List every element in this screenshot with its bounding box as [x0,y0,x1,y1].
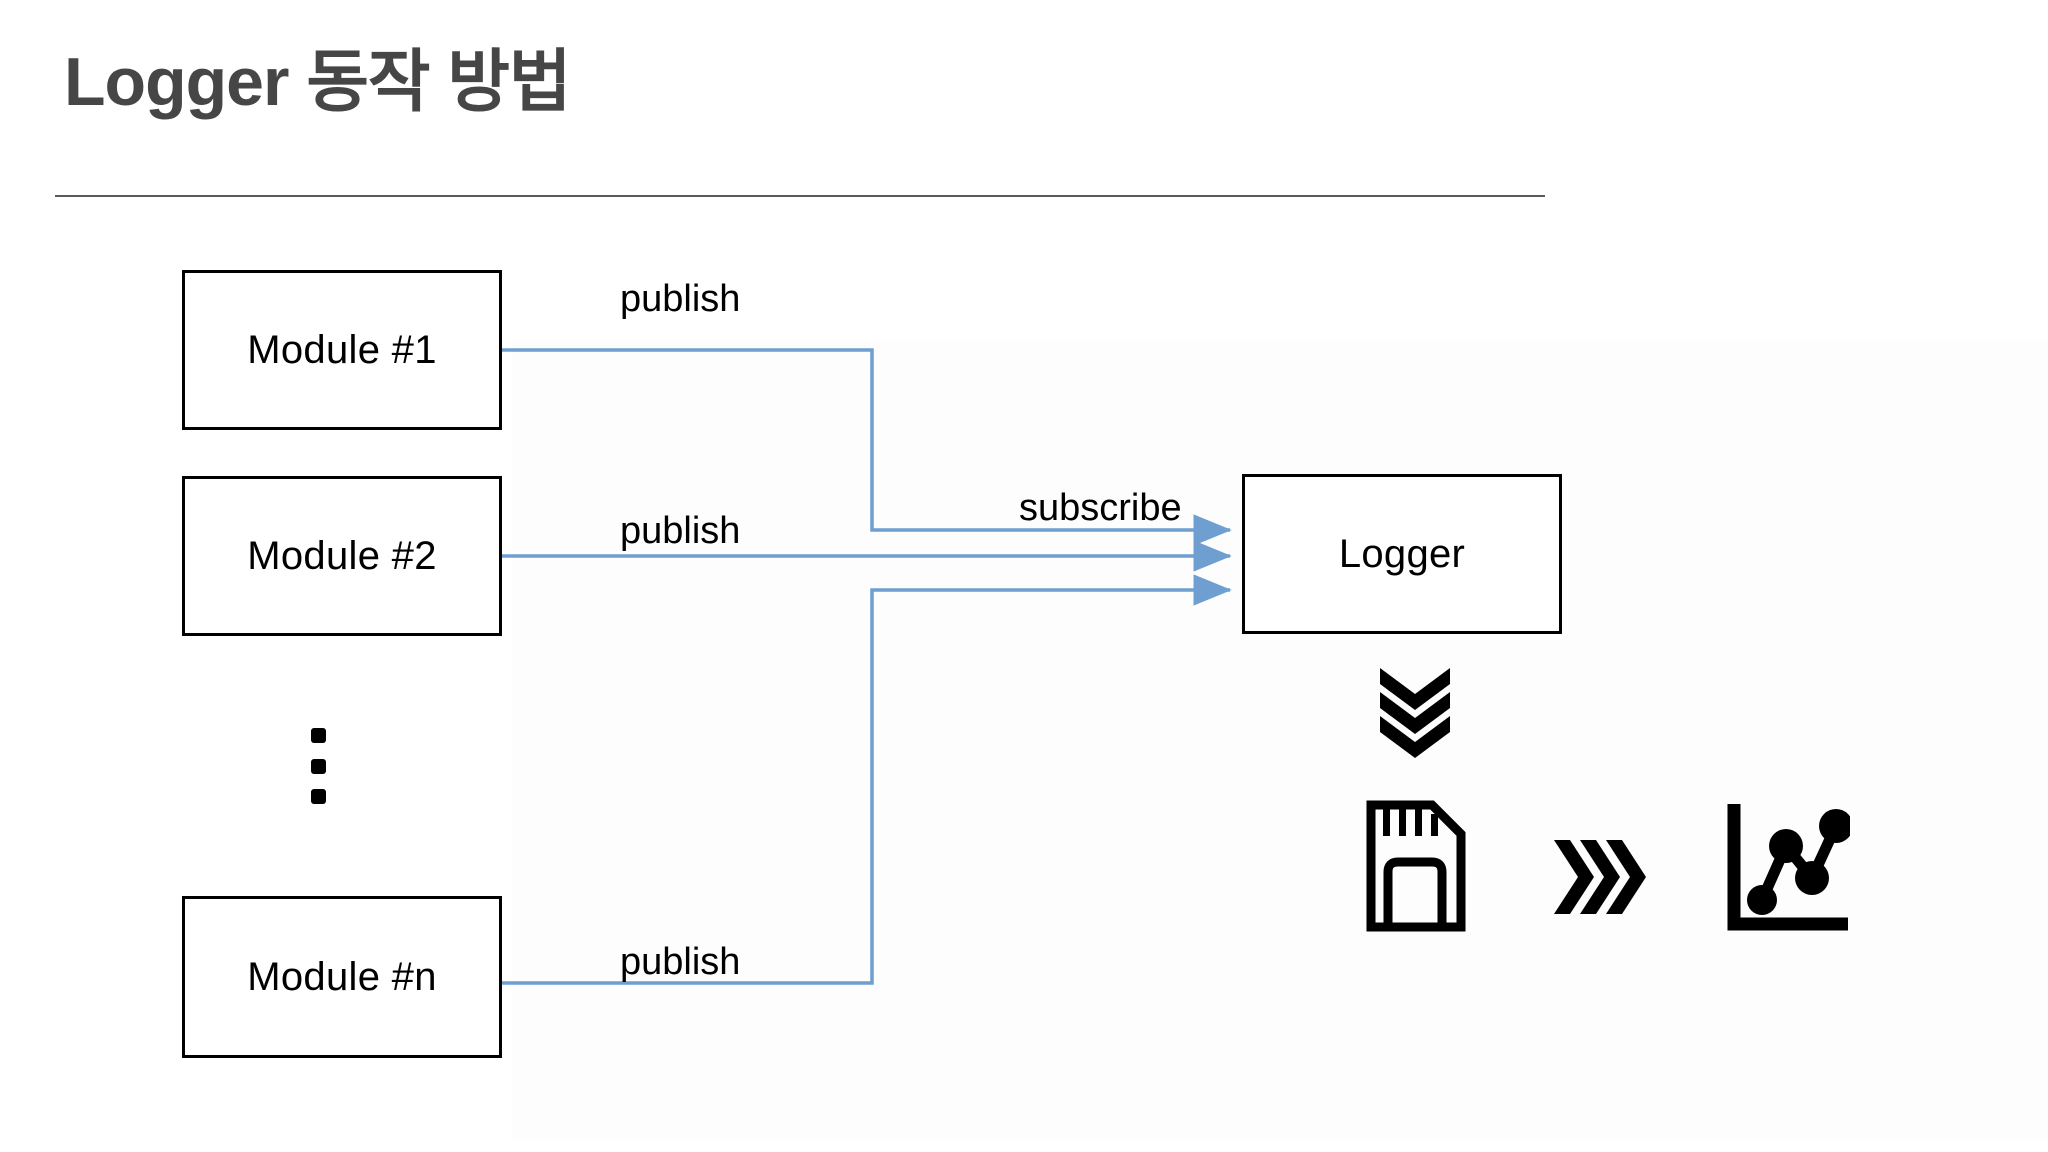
chevrons-right-icon [1554,840,1646,914]
node-module-2-label: Module #2 [247,533,437,578]
title-divider [55,195,1545,197]
slide-body-background [512,340,2048,1140]
ellipsis-dot [310,789,326,804]
edge-label-publish-1: publish [620,278,741,320]
node-logger-label: Logger [1338,531,1466,576]
node-module-1-label: Module #1 [247,327,437,372]
ellipsis-dot [310,728,326,743]
node-module-n-label: Module #n [247,954,437,999]
ellipsis-dot [310,758,326,774]
node-module-1[interactable]: Module #1 [182,270,502,430]
edge-label-subscribe: subscribe [1019,487,1182,529]
slide-title-block: Logger 동작 방법 [0,40,2048,210]
line-chart-icon [1727,804,1850,931]
edge-label-publish-n: publish [620,941,741,983]
node-module-2[interactable]: Module #2 [182,476,502,636]
node-module-n[interactable]: Module #n [182,896,502,1058]
edge-label-publish-2: publish [620,510,741,552]
node-logger[interactable]: Logger [1242,474,1562,634]
sd-card-icon [1366,800,1466,932]
page-title: Logger 동작 방법 [64,44,571,120]
chevrons-down-icon [1380,668,1450,758]
vertical-ellipsis-icon [310,728,326,804]
